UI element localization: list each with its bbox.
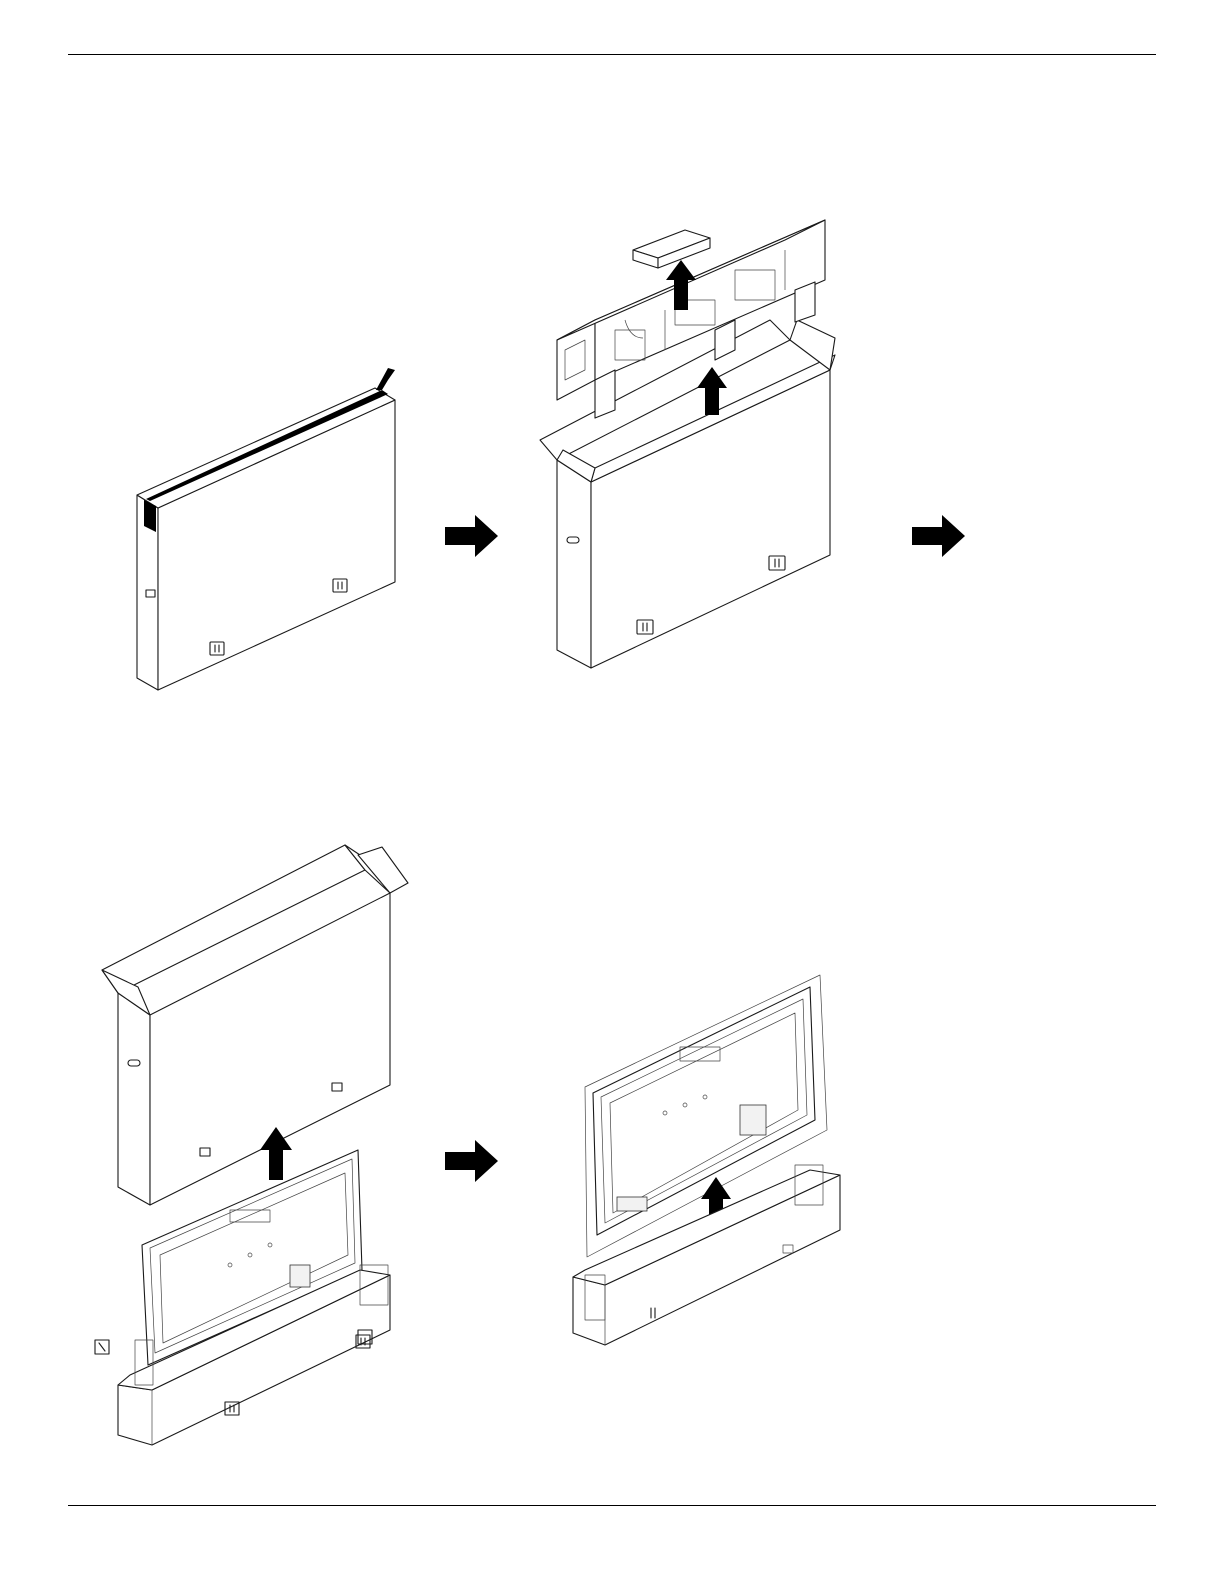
step-2-remove-foam-illustration <box>535 220 855 680</box>
clip-icon <box>95 1340 109 1354</box>
footer-rule <box>68 1505 1156 1506</box>
header-rule <box>68 54 1156 55</box>
arrow-right-icon <box>912 515 967 557</box>
step-4-lift-display-illustration <box>565 965 855 1375</box>
arrow-right-icon <box>445 1140 500 1182</box>
arrow-right-icon <box>445 515 500 557</box>
step-3-lift-box-illustration <box>90 845 420 1455</box>
step-1-sealed-box-illustration <box>120 360 420 700</box>
